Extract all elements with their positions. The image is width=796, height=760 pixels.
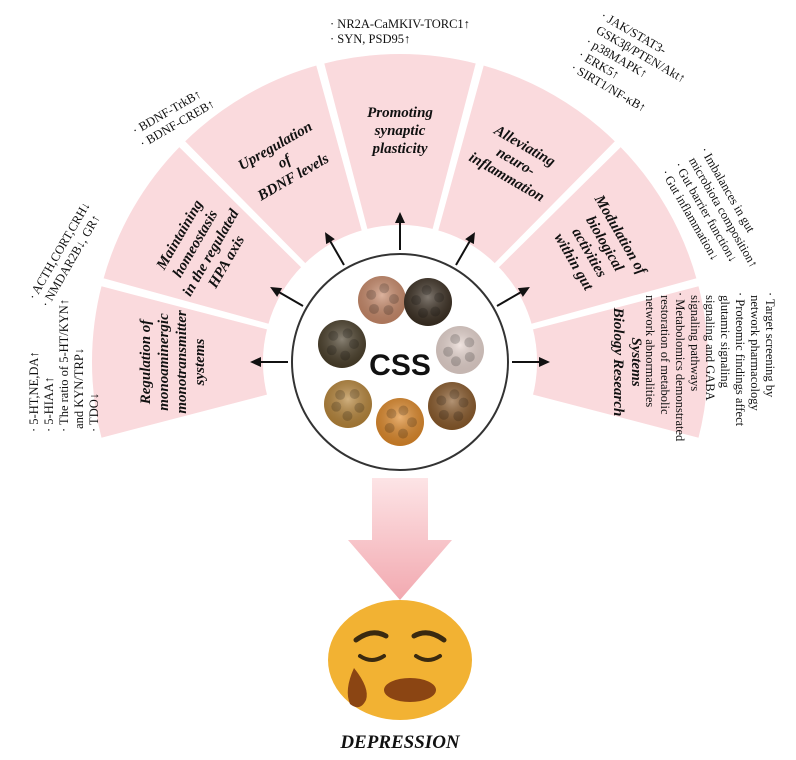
note-line: · Target screening by: [763, 292, 777, 398]
note-line: and KYN/TRP↓: [72, 348, 86, 432]
segment-label-line: systems: [192, 339, 208, 387]
outcome-label: DEPRESSION: [339, 732, 461, 753]
segment-label-line: monoaminergic: [156, 313, 172, 411]
segment-label-systems: SystemsBiology Research: [610, 307, 644, 417]
note-line: · 5-HIAA↑: [42, 377, 56, 432]
notes-hpa: · ACTH,CORT,CRH↓· NMDAR2B↓, GR↑: [25, 199, 105, 309]
note-line: restoration of metabolic: [658, 292, 672, 415]
note-line: glutamic signaling: [718, 292, 732, 389]
herb-amber-roots: [324, 380, 372, 428]
center-title: CSS: [369, 349, 431, 382]
note-line: · TDO↓: [87, 393, 101, 432]
note-line: · NR2A-CaMKIV-TORC1↑: [330, 17, 470, 31]
arrow-inflammation: [455, 238, 472, 266]
big-down-arrow: [348, 478, 452, 600]
segment-label-line: Systems: [628, 337, 644, 386]
notes-systems: · Target screening by network pharmacolo…: [643, 292, 777, 442]
arrowhead-gut: [517, 287, 530, 297]
arrowhead-bdnf: [325, 232, 335, 245]
segment-label-line: synaptic: [374, 123, 426, 139]
arrowhead-monoamine: [250, 357, 261, 367]
arrowhead-hpa: [270, 287, 283, 297]
segment-label-line: monotransmitter: [174, 310, 190, 414]
arrowhead-synaptic: [395, 212, 405, 223]
center-hub: CSS: [291, 253, 509, 471]
segment-label-line: Biology Research: [610, 307, 626, 417]
arrowhead-systems: [539, 357, 550, 367]
herb-images: [318, 276, 484, 446]
note-line: · SYN, PSD95↑: [330, 32, 410, 46]
segment-bdnf: [179, 60, 367, 269]
segment-label-line: Promoting: [367, 105, 433, 121]
segment-gut: [493, 141, 702, 329]
segment-label-line: Regulation of: [138, 318, 154, 406]
arrow-gut: [496, 290, 524, 307]
note-line: · 5-HT,NE,DA↑: [27, 351, 41, 432]
note-line: · Proteomic findings affect: [733, 292, 747, 427]
note-line: signaling and GABA: [703, 292, 717, 401]
segment-synaptic: [319, 50, 481, 234]
notes-inflammation: · JAK/STAT3- GSK3β/PTEN/Akt↑· p38MAPK↑· …: [569, 8, 696, 124]
note-line: network abnormalities: [643, 292, 657, 407]
segment-hpa: [98, 141, 307, 329]
notes-monoamine: · 5-HT,NE,DA↑· 5-HIAA↑· The ratio of 5-H…: [27, 299, 101, 432]
annotation-notes: · 5-HT,NE,DA↑· 5-HIAA↑· The ratio of 5-H…: [25, 8, 777, 442]
note-line: signaling pathways: [688, 292, 702, 391]
herb-black-seeds: [404, 278, 452, 326]
note-line: network pharmacology: [748, 292, 762, 411]
note-line: · The ratio of 5-HT/KYN↑: [57, 299, 71, 432]
segment-monoamine: [88, 281, 272, 443]
notes-synaptic: · NR2A-CaMKIV-TORC1↑· SYN, PSD95↑: [330, 17, 470, 46]
herb-brown-rings: [428, 382, 476, 430]
herb-red-slices: [358, 276, 406, 324]
arrow-hpa: [276, 290, 304, 307]
tear-drop-icon: [347, 668, 367, 708]
segment-label-synaptic: Promoting synaptic plasticity: [367, 105, 433, 157]
arrow-bdnf: [328, 238, 345, 266]
segment-label-line: plasticity: [371, 141, 428, 157]
segment-arrows: [250, 212, 550, 367]
sad-face-icon: [328, 600, 472, 720]
herb-pink-slices: [436, 326, 484, 374]
note-line: · Metabolomics demonstrated: [673, 292, 687, 442]
herb-dark-flakes: [318, 320, 366, 368]
segment-systems: [528, 281, 712, 443]
arrowhead-inflammation: [465, 232, 475, 245]
herb-orange-peel: [376, 398, 424, 446]
segment-inflammation: [433, 60, 621, 269]
